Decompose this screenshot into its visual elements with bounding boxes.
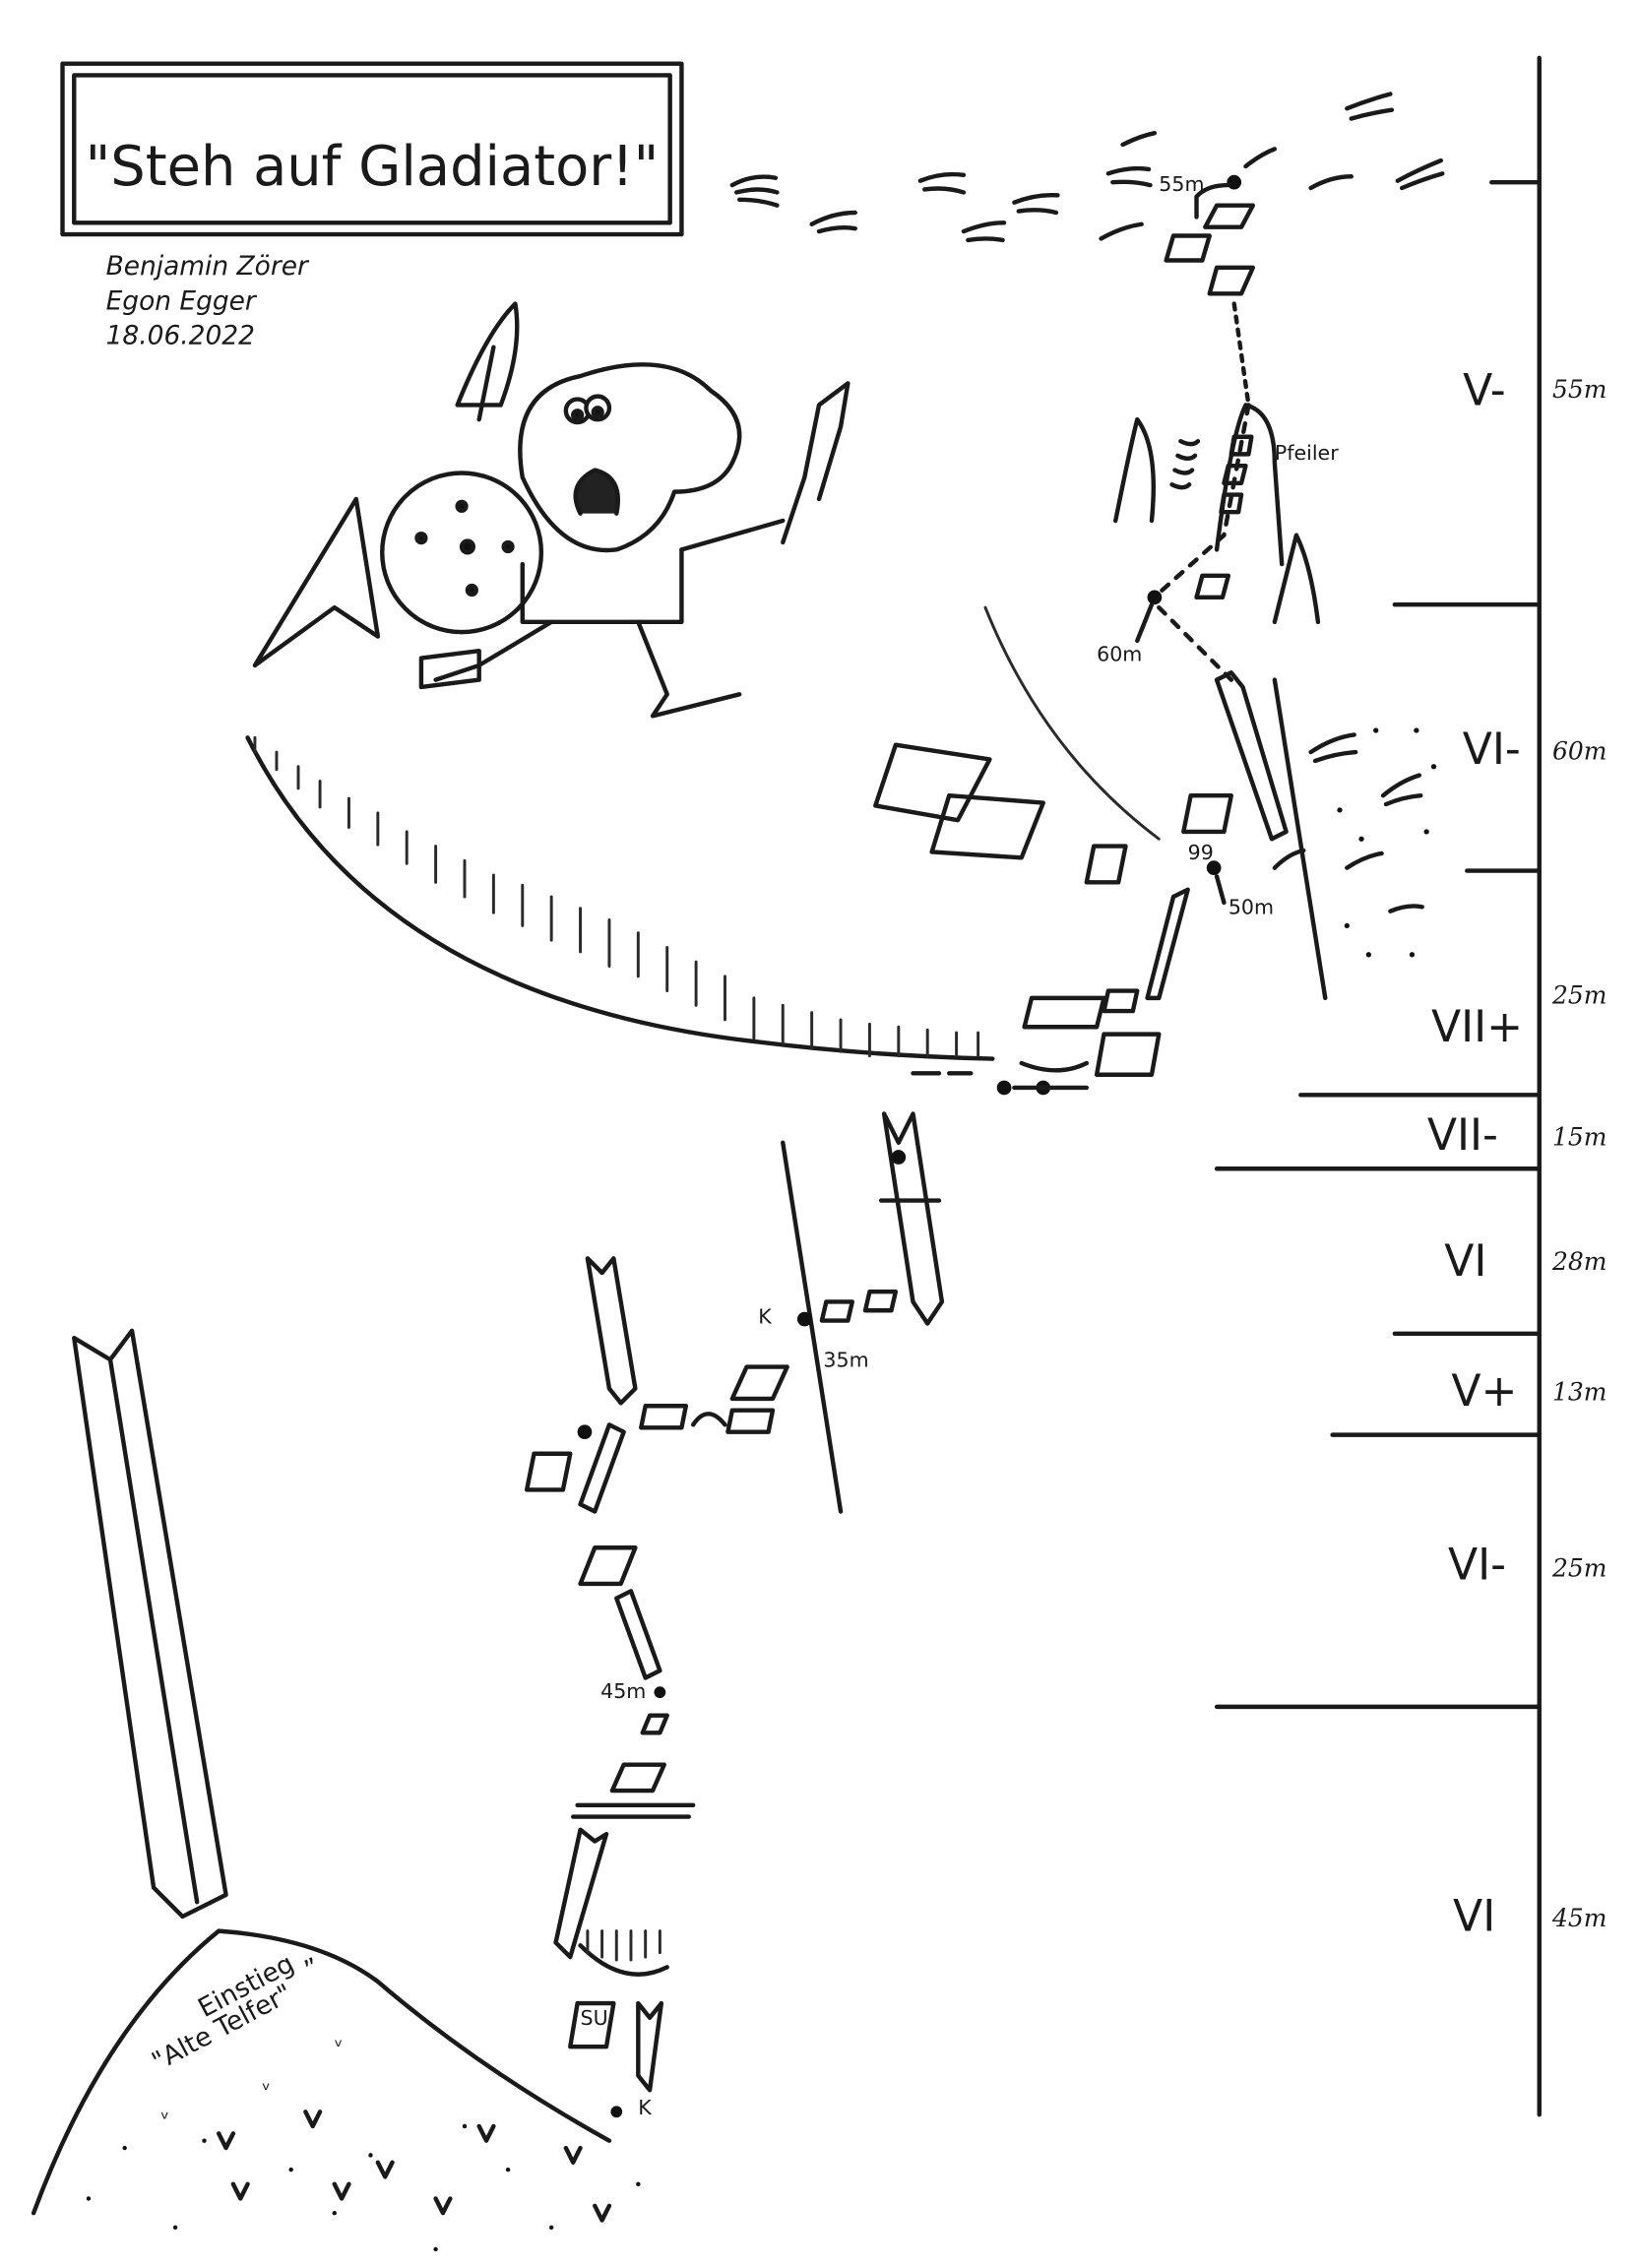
base-hill: Einstieg „ "Alte Telfer" ᵥᵥᵥ (31, 1928, 641, 2252)
pitch-length: 55m (1552, 375, 1606, 404)
svg-text:ᵥ: ᵥ (335, 2028, 344, 2051)
author-1: Benjamin Zörer (106, 251, 310, 282)
vegetation-area (1272, 677, 1437, 1001)
rappel-label: 55m (1159, 172, 1204, 196)
svg-text:ᵥ: ᵥ (262, 2071, 271, 2095)
roof-overhang (245, 605, 1161, 1061)
rappel-label: 60m (1097, 643, 1142, 666)
rock-blocks (873, 742, 1162, 1077)
title-box: "Steh auf Gladiator!" (60, 61, 684, 237)
belay-label: K (758, 1304, 772, 1328)
pitch-length: 28m (1551, 1247, 1606, 1276)
svg-text:ᵥ: ᵥ (160, 2101, 169, 2124)
pitch-grade: VII- (1427, 1110, 1498, 1161)
author-2: Egon Egger (106, 285, 258, 316)
pitch-grade: VI- (1463, 724, 1521, 775)
date: 18.06.2022 (106, 321, 255, 351)
pitch-grade: VI- (1448, 1541, 1506, 1591)
pitch-grade: VI (1444, 1236, 1486, 1287)
pillar-label: Pfeiler (1275, 441, 1339, 465)
su-label: SU (581, 2006, 608, 2030)
pitch-length: 60m (1552, 736, 1606, 765)
pillar-feature: Pfeiler (1113, 403, 1339, 625)
pitch-length: 25m (1551, 1554, 1606, 1583)
start-belay-label: K (638, 2096, 652, 2119)
grass-tufts (729, 92, 1445, 243)
pitch-length: 45m (1551, 1904, 1606, 1932)
pitch-length: 25m (1551, 981, 1606, 1010)
route-line: 55m 60m 99 50m K 35m (524, 172, 1289, 2119)
pitch-scale: V- 55m VI- 60m VII+ 25m VII- 15m VI 28m … (1214, 55, 1606, 2117)
pitch-length: 15m (1552, 1123, 1606, 1152)
pitch-grade: V- (1463, 365, 1505, 415)
left-pillar (72, 1328, 228, 1920)
pitch-grade: VII+ (1431, 1002, 1523, 1052)
rappel-label: 35m (823, 1349, 868, 1372)
rappel-label: 50m (1228, 896, 1274, 919)
route-title: "Steh auf Gladiator!" (86, 135, 660, 199)
anchor-label: 99 (1188, 841, 1214, 864)
rappel-label: 45m (600, 1679, 646, 1703)
pitch-grade: V+ (1451, 1366, 1517, 1417)
pitch-length: 13m (1552, 1377, 1606, 1406)
gladiator-illustration (252, 301, 850, 719)
pitch-grade: VI (1453, 1892, 1495, 1942)
shield (380, 471, 544, 635)
